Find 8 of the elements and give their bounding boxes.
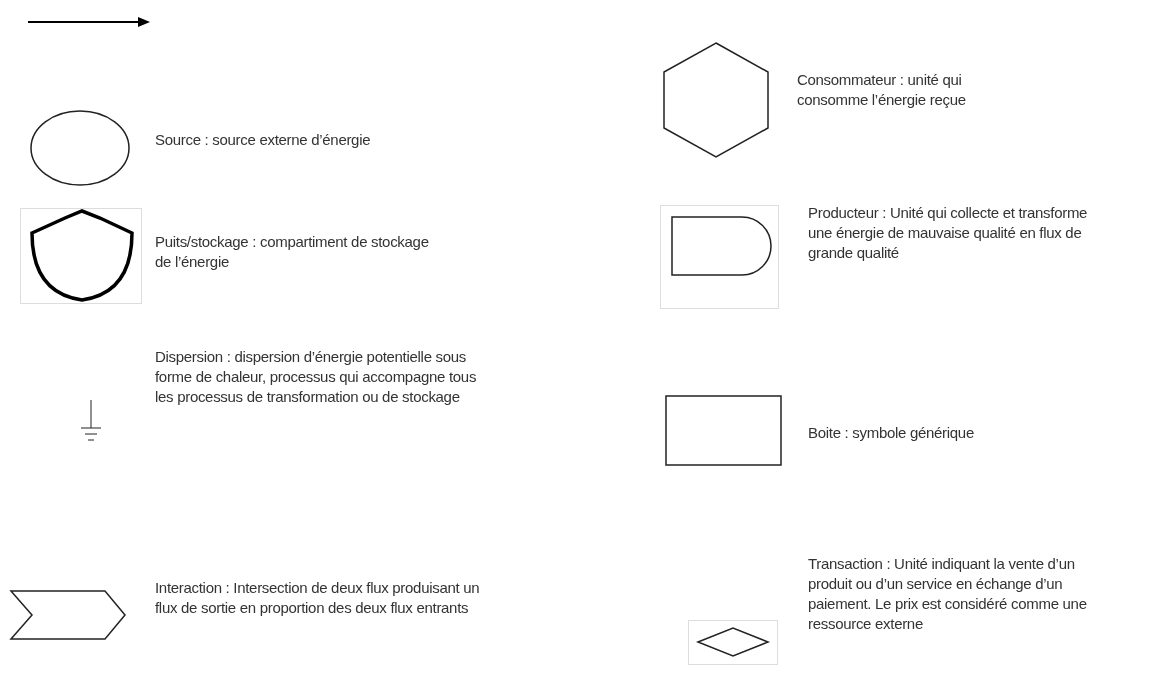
legend-text: Transaction : Unité indiquant la vente d’un produit ou d’un service en échange d’un paiement. Le prix est considéré comme une ressource externe <box>808 554 1088 634</box>
legend-text: Dispersion : dispersion d’énergie potentielle sous forme de chaleur, processus qui accompagne tous les processus de transformation ou de stockage <box>155 347 478 407</box>
legend-text: Puits/stockage : compartiment de stockage de l’énergie <box>155 232 430 272</box>
legend-text: Consommateur : unité qui consomme l’énergie reçue <box>797 70 967 110</box>
legend-text: Producteur : Unité qui collecte et transforme une énergie de mauvaise qualité en flux de grande qualité <box>808 203 1089 263</box>
legend-text: Source : source externe d’énergie <box>155 130 372 150</box>
legend-text: Interaction : Intersection de deux flux produisant un flux de sortie en proportion des deux flux entrants <box>155 578 481 618</box>
legend-text: Boite : symbole générique <box>808 423 975 443</box>
